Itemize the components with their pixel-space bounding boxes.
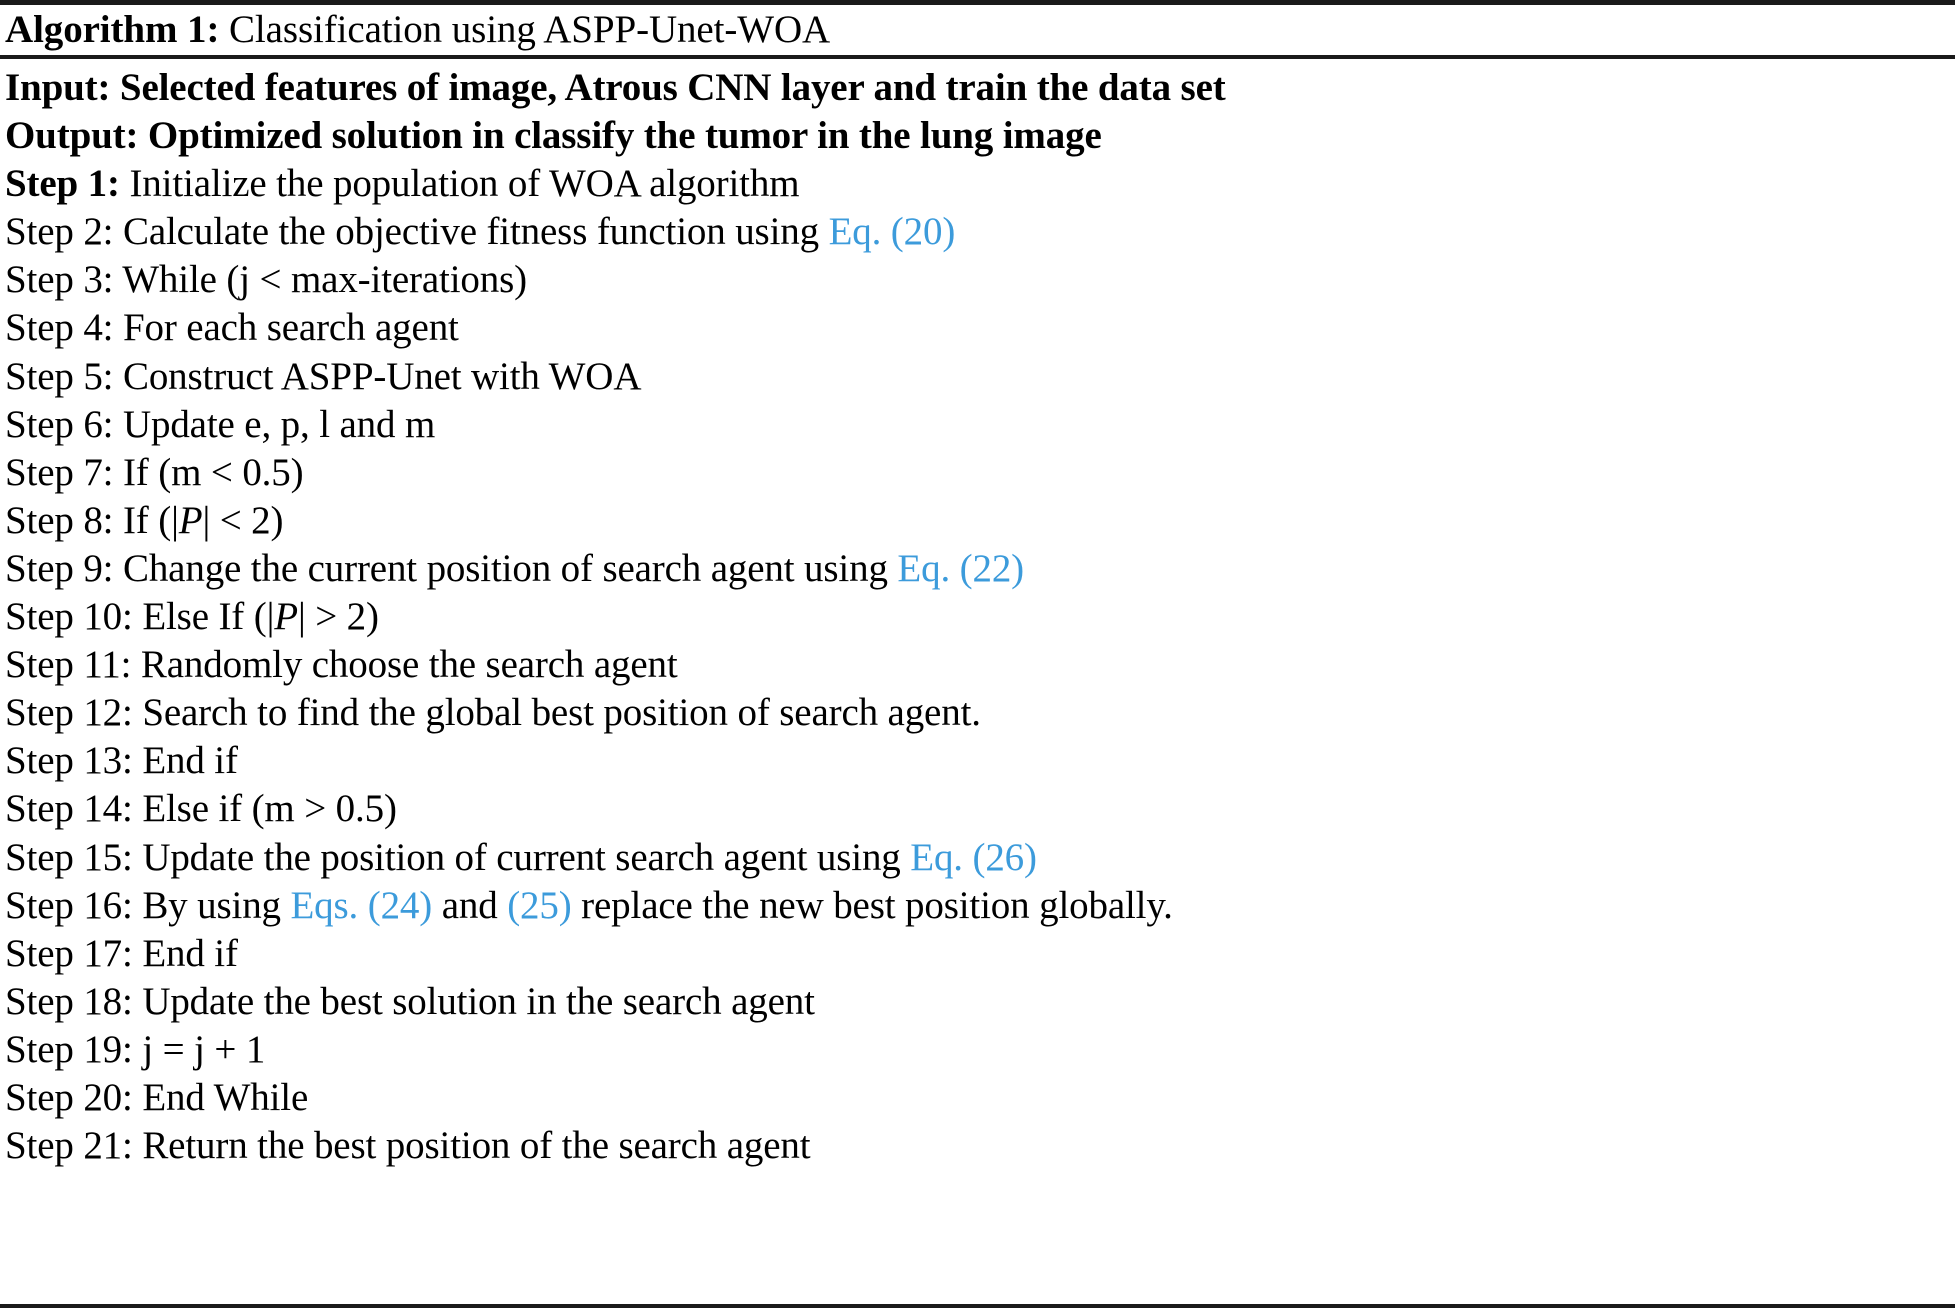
algorithm-caption: Algorithm 1: Classification using ASPP-U… — [5, 8, 830, 52]
algorithm-line-step-12-token-0: Step 12: Search to find the global best … — [5, 691, 981, 735]
algorithm-line-step-3-token-1: < — [259, 258, 282, 302]
algorithm-line-step-10-token-0: Step 10: Else If (| — [5, 595, 275, 639]
algorithm-line-step-14-token-1: > — [304, 787, 327, 831]
algorithm-line-step-7: Step 7: If (m < 0.5) — [5, 449, 1955, 497]
algorithm-line-step-17: Step 17: End if — [5, 930, 1955, 978]
algorithm-line-step-13: Step 13: End if — [5, 737, 1955, 785]
algorithm-line-step-19: Step 19: j = j + 1 — [5, 1026, 1955, 1074]
algorithm-line-step-16-token-0: Step 16: By using — [5, 883, 291, 927]
algorithm-line-step-1: Step 1: Initialize the population of WOA… — [5, 160, 1955, 208]
algorithm-line-step-14-token-0: Step 14: Else if (m — [5, 787, 305, 831]
algorithm-line-step-19-token-1: = — [162, 1027, 185, 1071]
algorithm-line-step-14-token-2: 0.5) — [326, 787, 397, 831]
algorithm-line-step-6: Step 6: Update e, p, l and m — [5, 401, 1955, 449]
algorithm-line-step-10: Step 10: Else If (|P| > 2) — [5, 593, 1955, 641]
algorithm-line-step-15: Step 15: Update the position of current … — [5, 834, 1955, 882]
algorithm-line-step-8-token-3: < — [219, 498, 242, 542]
algorithm-line-step-20-token-0: Step 20: End While — [5, 1075, 309, 1119]
algorithm-caption-token-1: Classification using ASPP-Unet-WOA — [219, 8, 831, 51]
algorithm-line-step-21-token-0: Step 21: Return the best position of the… — [5, 1124, 811, 1168]
algorithm-line-step-8-token-2: | — [202, 498, 220, 542]
algorithm-line-step-16: Step 16: By using Eqs. (24) and (25) rep… — [5, 882, 1955, 930]
algorithm-body: Input: Selected features of image, Atrou… — [0, 59, 1955, 1170]
algorithm-line-step-4: Step 4: For each search agent — [5, 304, 1955, 352]
algorithm-line-step-18: Step 18: Update the best solution in the… — [5, 978, 1955, 1026]
algorithm-line-input-token-0: Input: Selected features of image, Atrou… — [5, 66, 1226, 109]
algorithm-line-step-8: Step 8: If (|P| < 2) — [5, 497, 1955, 545]
algorithm-line-step-7-token-0: Step 7: If (m — [5, 450, 211, 494]
algorithm-line-step-3: Step 3: While (j < max-iterations) — [5, 256, 1955, 304]
algorithm-line-step-19-token-2: j — [184, 1027, 215, 1071]
algorithm-line-step-14: Step 14: Else if (m > 0.5) — [5, 785, 1955, 833]
algorithm-line-step-16-token-4: replace the new best position globally. — [571, 883, 1173, 927]
algorithm-line-step-8-token-1: P — [178, 498, 203, 542]
algorithm-line-step-20: Step 20: End While — [5, 1074, 1955, 1122]
top-rule — [0, 0, 1955, 5]
algorithm-line-step-8-token-0: Step 8: If (| — [5, 498, 179, 542]
algorithm-line-step-16-token-2: and — [432, 883, 508, 927]
algorithm-line-step-8-token-4: 2) — [241, 498, 284, 542]
algorithm-line-step-2-token-0: Step 2: Calculate the objective fitness … — [5, 210, 829, 254]
algorithm-line-step-11: Step 11: Randomly choose the search agen… — [5, 641, 1955, 689]
algorithm-line-step-15-token-0: Step 15: Update the position of current … — [5, 835, 911, 879]
algorithm-line-step-16-token-1-reference-link[interactable]: Eqs. (24) — [290, 883, 433, 927]
algorithm-line-step-9-token-0: Step 9: Change the current position of s… — [5, 546, 898, 590]
algorithm-line-step-16-token-3-reference-link[interactable]: (25) — [507, 883, 572, 927]
algorithm-line-step-10-token-4: 2) — [337, 595, 379, 639]
algorithm-line-step-11-token-0: Step 11: Randomly choose the search agen… — [5, 643, 678, 687]
algorithm-line-step-7-token-1: < — [210, 450, 233, 494]
algorithm-caption-row: Algorithm 1: Classification using ASPP-U… — [0, 5, 1955, 55]
algorithm-line-input: Input: Selected features of image, Atrou… — [5, 64, 1955, 112]
algorithm-line-step-5: Step 5: Construct ASPP-Unet with WOA — [5, 353, 1955, 401]
algorithm-line-step-10-token-3: > — [315, 595, 338, 639]
algorithm-line-step-2: Step 2: Calculate the objective fitness … — [5, 208, 1955, 256]
algorithm-line-step-12: Step 12: Search to find the global best … — [5, 689, 1955, 737]
algorithm-line-step-7-token-2: 0.5) — [232, 450, 304, 494]
algorithm-line-step-6-token-0: Step 6: Update e, p, l and m — [5, 402, 436, 446]
algorithm-line-step-3-token-2: max-iterations) — [281, 258, 527, 302]
algorithm-line-step-4-token-0: Step 4: For each search agent — [5, 306, 459, 350]
algorithm-line-step-5-token-0: Step 5: Construct ASPP-Unet with WOA — [5, 354, 642, 398]
algorithm-line-step-19-token-4: 1 — [236, 1027, 266, 1071]
algorithm-line-step-10-token-1: P — [274, 595, 298, 639]
algorithm-line-step-9-token-1-reference-link[interactable]: Eq. (22) — [897, 546, 1025, 590]
bottom-rule — [0, 1304, 1955, 1308]
algorithm-line-step-9: Step 9: Change the current position of s… — [5, 545, 1955, 593]
algorithm-line-step-17-token-0: Step 17: End if — [5, 931, 238, 975]
algorithm-line-step-21: Step 21: Return the best position of the… — [5, 1122, 1955, 1170]
algorithm-line-step-19-token-3: + — [214, 1027, 237, 1071]
algorithm-line-step-3-token-0: Step 3: While (j — [5, 258, 260, 302]
algorithm-line-output-token-0: Output: Optimized solution in classify t… — [5, 114, 1102, 158]
header-separator-rule — [0, 55, 1955, 59]
algorithm-line-step-10-token-2: | — [297, 595, 316, 639]
algorithm-caption-token-0: Algorithm 1: — [5, 8, 220, 51]
algorithm-line-step-1-token-1: Initialize the population of WOA algorit… — [119, 162, 800, 206]
algorithm-line-step-2-token-1-reference-link[interactable]: Eq. (20) — [828, 210, 956, 254]
algorithm-line-step-15-token-1-reference-link[interactable]: Eq. (26) — [910, 835, 1037, 879]
algorithm-line-step-1-token-0: Step 1: — [5, 162, 120, 206]
algorithm-line-output: Output: Optimized solution in classify t… — [5, 112, 1955, 160]
algorithm-line-step-18-token-0: Step 18: Update the best solution in the… — [5, 979, 815, 1023]
algorithm-line-step-19-token-0: Step 19: j — [5, 1027, 163, 1071]
algorithm-line-step-13-token-0: Step 13: End if — [5, 739, 238, 783]
